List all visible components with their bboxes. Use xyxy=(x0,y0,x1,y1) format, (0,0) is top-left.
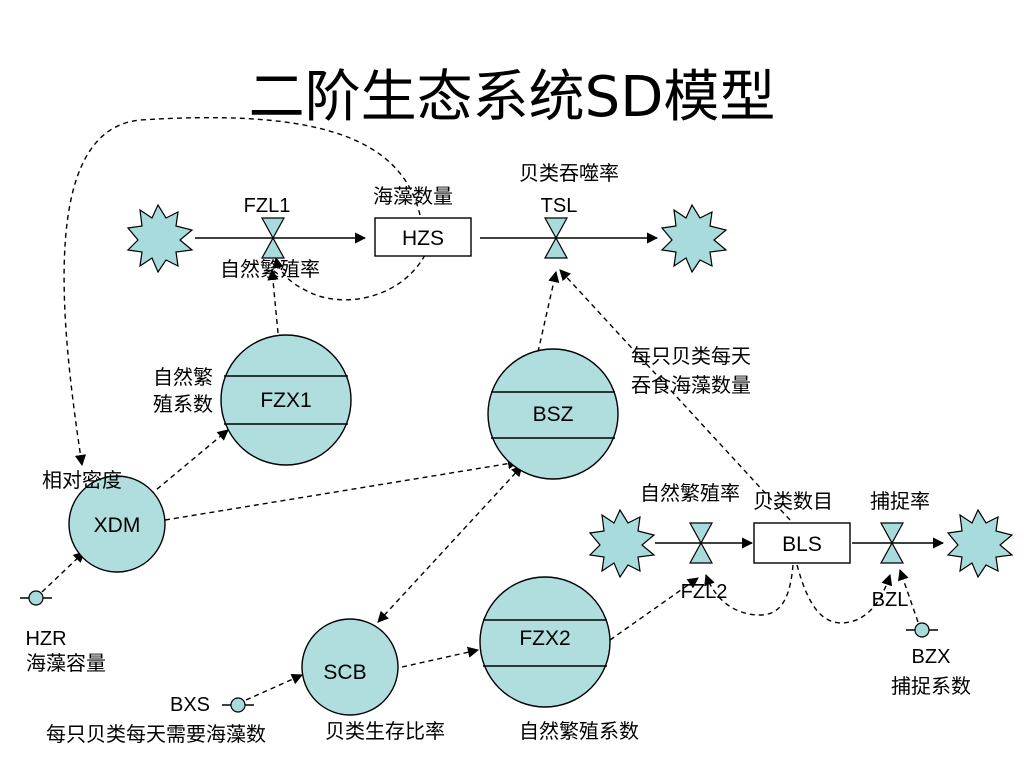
link-hzr-to-xdm xyxy=(41,551,85,593)
valve-fzl2-icon[interactable] xyxy=(688,522,714,564)
link-bls-to-fzl2 xyxy=(704,564,794,616)
aux-xdm-code: XDM xyxy=(94,514,141,537)
flow-fzl2-label: 自然繁殖率 xyxy=(640,481,740,505)
const-bxs-label: 每只贝类每天需要海藻数 xyxy=(46,722,266,746)
link-xdm-to-fzx1 xyxy=(149,429,229,496)
link-scb-to-fzx2 xyxy=(401,646,480,668)
flow-tsl-label: 贝类吞噬率 xyxy=(519,161,619,185)
aux-bsz-code: BSZ xyxy=(533,403,574,426)
flow-fzl2-code: FZL2 xyxy=(681,581,728,603)
cloud-sink-bottom-icon xyxy=(946,508,1014,579)
aux-fzx1[interactable]: FZX1 xyxy=(220,334,352,466)
const-bzx[interactable] xyxy=(906,622,938,638)
const-hzr[interactable] xyxy=(20,590,52,606)
stock-hzs[interactable]: HZS xyxy=(374,217,472,257)
aux-scb-label: 贝类生存比率 xyxy=(325,719,445,743)
aux-fzx1-label-2: 殖系数 xyxy=(153,392,213,416)
aux-fzx1-label-1: 自然繁 xyxy=(153,365,213,389)
aux-xdm-label: 相对密度 xyxy=(42,468,122,492)
stock-hzs-code: HZS xyxy=(402,227,444,250)
aux-fzx2-code: FZX2 xyxy=(519,627,570,650)
flow-tsl-code: TSL xyxy=(541,195,578,217)
aux-scb[interactable]: SCB xyxy=(301,618,399,716)
const-bzx-code: BZX xyxy=(912,646,951,668)
link-bsz-to-tsl xyxy=(537,270,560,353)
stock-bls-label: 贝类数目 xyxy=(753,489,833,513)
const-bzx-label: 捕捉系数 xyxy=(891,674,971,698)
link-xdm-to-bsz xyxy=(164,458,520,521)
valve-bzl-icon[interactable] xyxy=(879,522,905,564)
valve-fzl1-icon[interactable] xyxy=(260,217,286,259)
aux-bsz[interactable]: BSZ xyxy=(487,348,619,480)
cloud-source-bottom-icon xyxy=(588,508,656,579)
aux-scb-code: SCB xyxy=(323,661,366,684)
valve-tsl-icon[interactable] xyxy=(543,217,569,259)
aux-fzx2[interactable]: FZX2 xyxy=(479,576,611,708)
page-title: 二阶生态系统SD模型 xyxy=(249,65,776,130)
aux-fzx2-label: 自然繁殖系数 xyxy=(519,719,639,743)
const-bxs-code: BXS xyxy=(170,694,210,716)
cloud-source-top-icon xyxy=(126,203,194,274)
flow-bzl-label: 捕捉率 xyxy=(870,489,930,513)
aux-xdm[interactable]: XDM xyxy=(68,475,166,573)
stock-bls-code: BLS xyxy=(782,533,822,556)
const-hzr-label: 海藻容量 xyxy=(26,651,106,675)
link-bls-to-tsl xyxy=(559,269,791,521)
const-hzr-code: HZR xyxy=(25,628,66,650)
link-bzx-to-bzl xyxy=(898,568,919,623)
cloud-sink-top-icon xyxy=(660,203,728,274)
link-fzx1-to-fzl1 xyxy=(267,268,279,334)
stock-hzs-label: 海藻数量 xyxy=(373,184,453,208)
flow-bzl-code: BZL xyxy=(872,589,909,611)
aux-fzx1-code: FZX1 xyxy=(260,389,311,412)
flow-fzl1-code: FZL1 xyxy=(244,195,291,217)
stock-bls[interactable]: BLS xyxy=(753,522,851,564)
const-bxs[interactable] xyxy=(222,697,254,713)
link-hzs-to-xdm xyxy=(63,116,421,467)
link-bls-to-bzl xyxy=(796,564,893,624)
aux-bsz-label-1: 每只贝类每天 xyxy=(631,344,751,368)
link-bxs-to-scb xyxy=(245,673,304,701)
flow-fzl1-label: 自然繁殖率 xyxy=(220,257,320,281)
aux-bsz-label-2: 吞食海藻数量 xyxy=(631,373,751,397)
